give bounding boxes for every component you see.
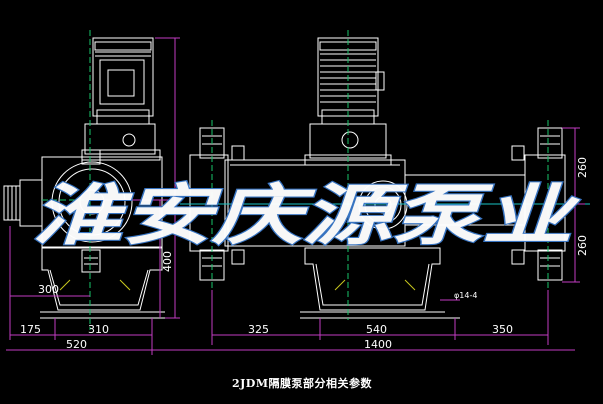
right-view-left-head: [189, 154, 229, 252]
dim-bolt-hole: φ14-4: [454, 291, 477, 300]
right-dimensions: [6, 127, 585, 351]
right-front-view: [180, 30, 590, 320]
dim-175: 175: [20, 323, 41, 336]
left-diaphragm-disc: [51, 161, 133, 243]
dim-260-upper: 260: [576, 157, 589, 178]
dim-1400: 1400: [364, 338, 392, 351]
right-base: [304, 247, 441, 311]
dim-300: 300: [38, 283, 59, 296]
dim-520: 520: [66, 338, 87, 351]
dim-540: 540: [366, 323, 387, 336]
company-watermark: 淮安庆源泵业: [32, 176, 580, 254]
dim-325: 325: [248, 323, 269, 336]
left-side-view: [3, 30, 165, 330]
dim-310: 310: [88, 323, 109, 336]
dim-260-lower: 260: [576, 235, 589, 256]
drawing-caption: 2JDM隔膜泵部分相关参数: [232, 376, 373, 390]
left-motor-body: [92, 37, 154, 117]
right-drive-disc: [358, 180, 408, 230]
dim-400: 400: [161, 251, 174, 272]
left-gearbox: [84, 123, 156, 155]
left-base: [41, 247, 163, 311]
dim-350: 350: [492, 323, 513, 336]
